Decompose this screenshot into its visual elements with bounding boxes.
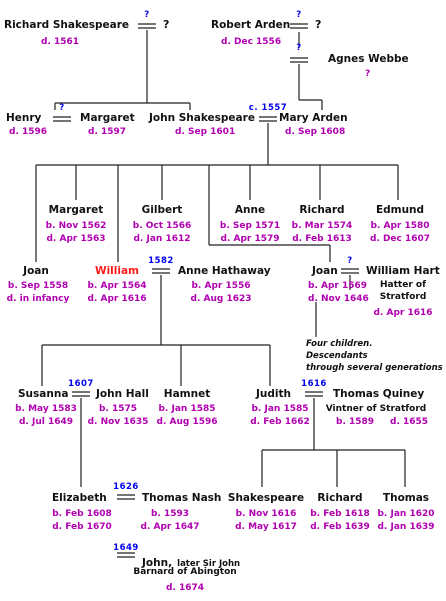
death-date-joan: d. Nov 1646 bbox=[308, 294, 369, 304]
birth-date-thomas-nash: b. 1593 bbox=[150, 509, 190, 519]
john-barnard-title: later Sir John bbox=[177, 559, 241, 569]
birth-date-hamnet: b. Jan 1585 bbox=[158, 404, 216, 414]
occupation-thomas-quiney: Vintner of Stratford bbox=[325, 404, 427, 414]
birth-date-margaret: b. Nov 1562 bbox=[45, 221, 107, 231]
person-name-henry: Henry bbox=[6, 112, 42, 124]
death-date-anne-hathaway: d. Aug 1623 bbox=[190, 294, 252, 304]
death-date-richard: d. Feb 1613 bbox=[292, 234, 352, 244]
marriage-date-agnes-webbe: ? bbox=[296, 43, 302, 53]
death-date-judith: d. Feb 1662 bbox=[250, 417, 310, 427]
marriage-date-richard-shakespeare: ? bbox=[144, 10, 150, 20]
death-date-john-hall: d. Nov 1635 bbox=[87, 417, 149, 427]
death-date-john-barnard: d. 1674 bbox=[165, 583, 205, 593]
person-name-shakespeare-quiney: Shakespeare bbox=[227, 492, 305, 504]
death-date-john-shakespeare: d. Sep 1601 bbox=[175, 127, 236, 137]
person-name-john-shakespeare: John Shakespeare bbox=[149, 112, 255, 124]
death-date-shakespeare-quiney: d. May 1617 bbox=[235, 522, 297, 532]
person-name-william-shakespeare: William bbox=[94, 265, 140, 277]
death-date-edmund: d. Dec 1607 bbox=[369, 234, 431, 244]
death-date-anne: d. Apr 1579 bbox=[220, 234, 280, 244]
person-name-edmund: Edmund bbox=[375, 204, 425, 216]
marriage-date-elizabeth-barnard: 1649 bbox=[113, 543, 139, 553]
birth-date-elizabeth: b. Feb 1608 bbox=[52, 509, 112, 519]
note-hart-descendants-line3: through several generations bbox=[306, 363, 443, 373]
death-date-richard-quiney: d. Feb 1639 bbox=[310, 522, 370, 532]
person-name-robert-arden: Robert Arden bbox=[211, 19, 291, 31]
person-name-anne: Anne bbox=[234, 204, 266, 216]
person-name-elizabeth: Elizabeth bbox=[52, 492, 107, 504]
death-date-joan-infant: d. in infancy bbox=[6, 294, 70, 304]
death-date-hamnet: d. Aug 1596 bbox=[156, 417, 218, 427]
death-date-mary-arden: d. Sep 1608 bbox=[285, 127, 346, 137]
birth-date-anne-hathaway: b. Apr 1556 bbox=[191, 281, 251, 291]
death-date-thomas-nash: d. Apr 1647 bbox=[140, 522, 200, 532]
death-date-agnes-webbe: ? bbox=[365, 69, 371, 79]
marriage-date-judith: 1616 bbox=[301, 379, 327, 389]
birth-date-thomas-quiney: b. 1589 bbox=[336, 417, 375, 427]
death-date-margaret: d. Apr 1563 bbox=[46, 234, 106, 244]
person-name-richard-shakespeare: Richard Shakespeare bbox=[4, 19, 130, 31]
person-name-john-hall: John Hall bbox=[96, 388, 149, 400]
person-name-john-barnard: John, later Sir John bbox=[142, 553, 240, 569]
person-name-thomas-nash: Thomas Nash bbox=[142, 492, 222, 504]
death-date-elizabeth: d. Feb 1670 bbox=[52, 522, 112, 532]
person-name-richard-quiney: Richard bbox=[317, 492, 363, 504]
birth-date-joan-infant: b. Sep 1558 bbox=[7, 281, 69, 291]
marriage-date-susanna: 1607 bbox=[68, 379, 94, 389]
birth-date-edmund: b. Apr 1580 bbox=[370, 221, 430, 231]
note-hart-descendants-line2: Descendants bbox=[306, 351, 368, 361]
death-date-thomas-quiney: d. 1655 bbox=[390, 417, 429, 427]
birth-date-shakespeare-quiney: b. Nov 1616 bbox=[235, 509, 297, 519]
person-name-william-hart: William Hart bbox=[366, 265, 440, 277]
spouse-unknown-richard-shakespeare: ? bbox=[163, 18, 170, 31]
person-name-joan: Joan bbox=[312, 265, 338, 277]
death-date-gilbert: d. Jan 1612 bbox=[133, 234, 191, 244]
birth-date-susanna: b. May 1583 bbox=[15, 404, 77, 414]
marriage-date-henry: ? bbox=[59, 103, 65, 113]
death-date-william-shakespeare: d. Apr 1616 bbox=[87, 294, 147, 304]
john-barnard-line2: Barnard of Abington bbox=[133, 567, 237, 577]
death-date-susanna: d. Jul 1649 bbox=[18, 417, 74, 427]
spouse-unknown-robert-arden: ? bbox=[315, 18, 322, 31]
death-date-richard-shakespeare: d. 1561 bbox=[41, 37, 80, 47]
person-name-richard: Richard bbox=[299, 204, 345, 216]
birth-date-john-hall: b. 1575 bbox=[98, 404, 138, 414]
person-name-susanna: Susanna bbox=[18, 388, 69, 400]
birth-date-richard: b. Mar 1574 bbox=[291, 221, 353, 231]
person-name-margaret: Margaret bbox=[48, 204, 104, 216]
occupation-william-hart-line2: Stratford bbox=[379, 292, 427, 302]
death-date-william-hart: d. Apr 1616 bbox=[373, 308, 433, 318]
person-name-margaret-wife-of-henry: Margaret bbox=[80, 112, 135, 124]
death-date-margaret-wife-of-henry: d. 1597 bbox=[88, 127, 127, 137]
marriage-date-william-shakespeare: 1582 bbox=[148, 256, 174, 266]
birth-date-thomas-quiney-jr: b. Jan 1620 bbox=[377, 509, 435, 519]
person-name-hamnet: Hamnet bbox=[163, 388, 211, 400]
birth-date-joan: b. Apr 1569 bbox=[308, 281, 368, 291]
occupation-william-hart-line1: Hatter of bbox=[380, 280, 426, 290]
marriage-date-elizabeth-nash: 1626 bbox=[113, 482, 139, 492]
birth-date-gilbert: b. Oct 1566 bbox=[132, 221, 192, 231]
john-barnard-first-name: John, bbox=[142, 557, 173, 569]
death-date-thomas-quiney-jr: d. Jan 1639 bbox=[377, 522, 435, 532]
person-name-thomas-quiney: Thomas Quiney bbox=[333, 388, 425, 400]
person-name-judith: Judith bbox=[256, 388, 291, 400]
death-date-henry: d. 1596 bbox=[9, 127, 48, 137]
birth-date-anne: b. Sep 1571 bbox=[219, 221, 281, 231]
death-date-robert-arden: d. Dec 1556 bbox=[221, 37, 282, 47]
person-name-thomas-quiney-jr: Thomas bbox=[382, 492, 430, 504]
marriage-date-john-shakespeare: c. 1557 bbox=[248, 103, 288, 113]
birth-date-richard-quiney: b. Feb 1618 bbox=[310, 509, 370, 519]
person-name-gilbert: Gilbert bbox=[141, 204, 183, 216]
person-name-anne-hathaway: Anne Hathaway bbox=[178, 265, 271, 277]
person-name-mary-arden: Mary Arden bbox=[279, 112, 348, 124]
person-name-agnes-webbe: Agnes Webbe bbox=[328, 53, 409, 65]
birth-date-william-shakespeare: b. Apr 1564 bbox=[87, 281, 147, 291]
note-hart-descendants-line1: Four children. bbox=[306, 339, 373, 349]
person-name-joan-infant: Joan bbox=[23, 265, 49, 277]
marriage-date-joan: ? bbox=[347, 256, 353, 266]
marriage-date-robert-arden: ? bbox=[296, 10, 302, 20]
birth-date-judith: b. Jan 1585 bbox=[251, 404, 309, 414]
